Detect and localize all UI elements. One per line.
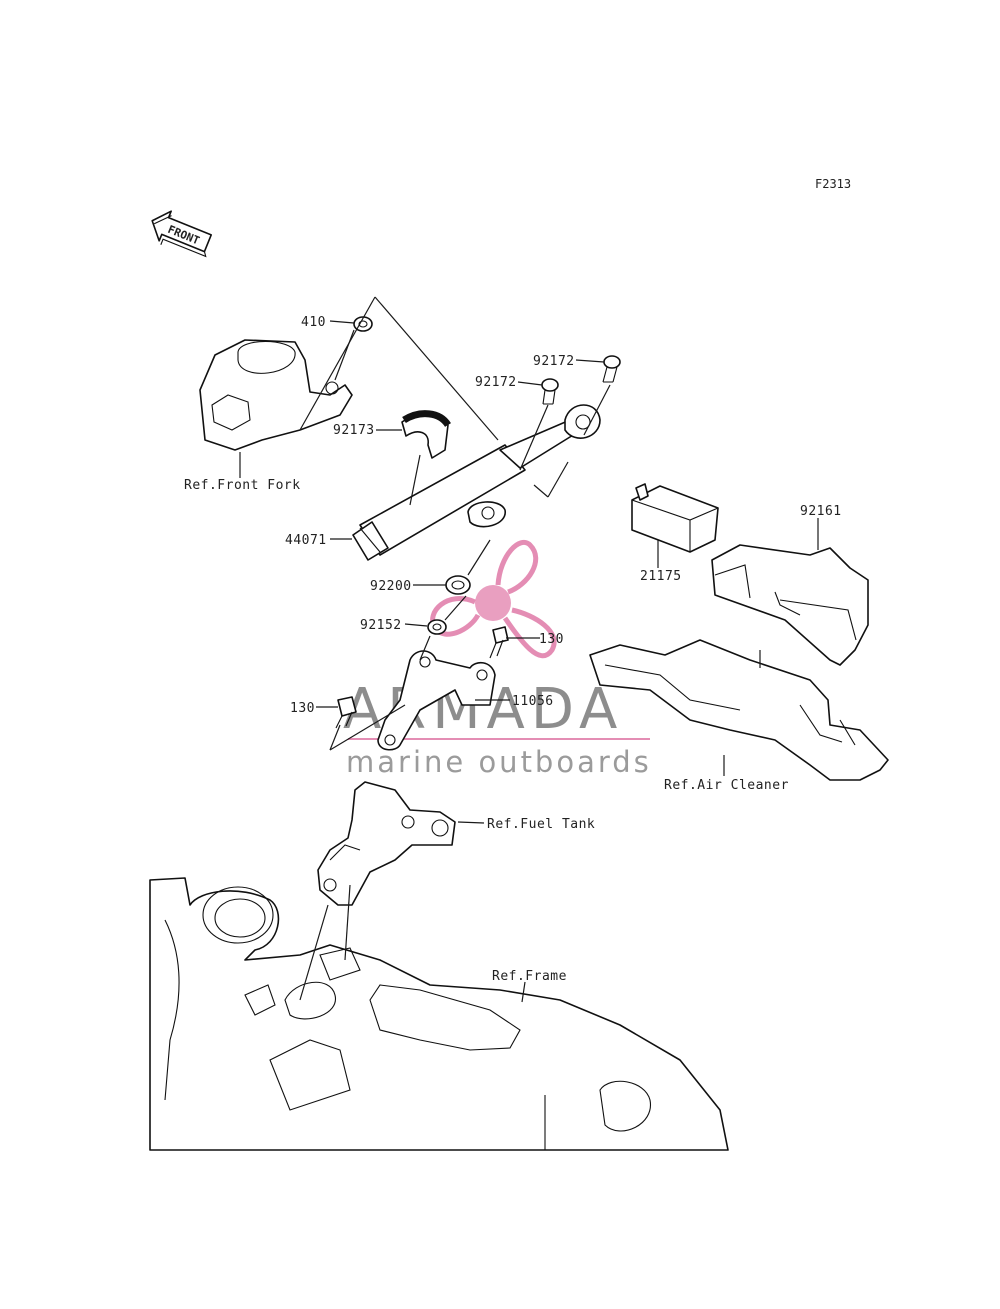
label-92161: 92161 (800, 504, 842, 519)
front-arrow-icon: FRONT (151, 210, 212, 258)
label-ref-air-cleaner: Ref.Air Cleaner (664, 778, 789, 793)
front-fork-clamp (199, 339, 353, 451)
label-92173: 92173 (333, 423, 375, 438)
watermark-subtitle: marine outboards (346, 745, 652, 779)
bolt-92172-a (541, 378, 559, 405)
cover-92161 (711, 544, 869, 666)
washer-92200 (445, 575, 471, 595)
fuel-tank-bracket (317, 781, 456, 906)
label-92152: 92152 (360, 618, 402, 633)
washer-410 (353, 316, 373, 332)
propeller-logo-icon (430, 540, 557, 659)
clamp-92173 (401, 410, 451, 459)
bolt-130-a (489, 626, 509, 659)
label-ref-front-fork: Ref.Front Fork (184, 478, 301, 493)
label-130-left: 130 (290, 701, 315, 716)
label-410: 410 (301, 315, 326, 330)
label-11056: 11056 (512, 694, 554, 709)
label-130-right: 130 (539, 632, 564, 647)
collar-92152 (427, 619, 447, 635)
bolt-130-b (335, 696, 357, 729)
relay-21175 (631, 483, 719, 553)
bolt-92172-b (602, 355, 621, 383)
label-ref-fuel-tank: Ref.Fuel Tank (487, 817, 595, 832)
label-44071: 44071 (285, 533, 327, 548)
bracket-11056 (377, 650, 496, 751)
figure-code: F2313 (815, 177, 851, 191)
label-92172-lower: 92172 (475, 375, 517, 390)
steering-damper-44071 (352, 404, 601, 561)
label-21175: 21175 (640, 569, 682, 584)
label-ref-frame: Ref.Frame (492, 969, 567, 984)
leader-lines (239, 296, 819, 1003)
air-cleaner (589, 639, 889, 781)
label-92172-upper: 92172 (533, 354, 575, 369)
label-92200: 92200 (370, 579, 412, 594)
frame (149, 877, 729, 1151)
